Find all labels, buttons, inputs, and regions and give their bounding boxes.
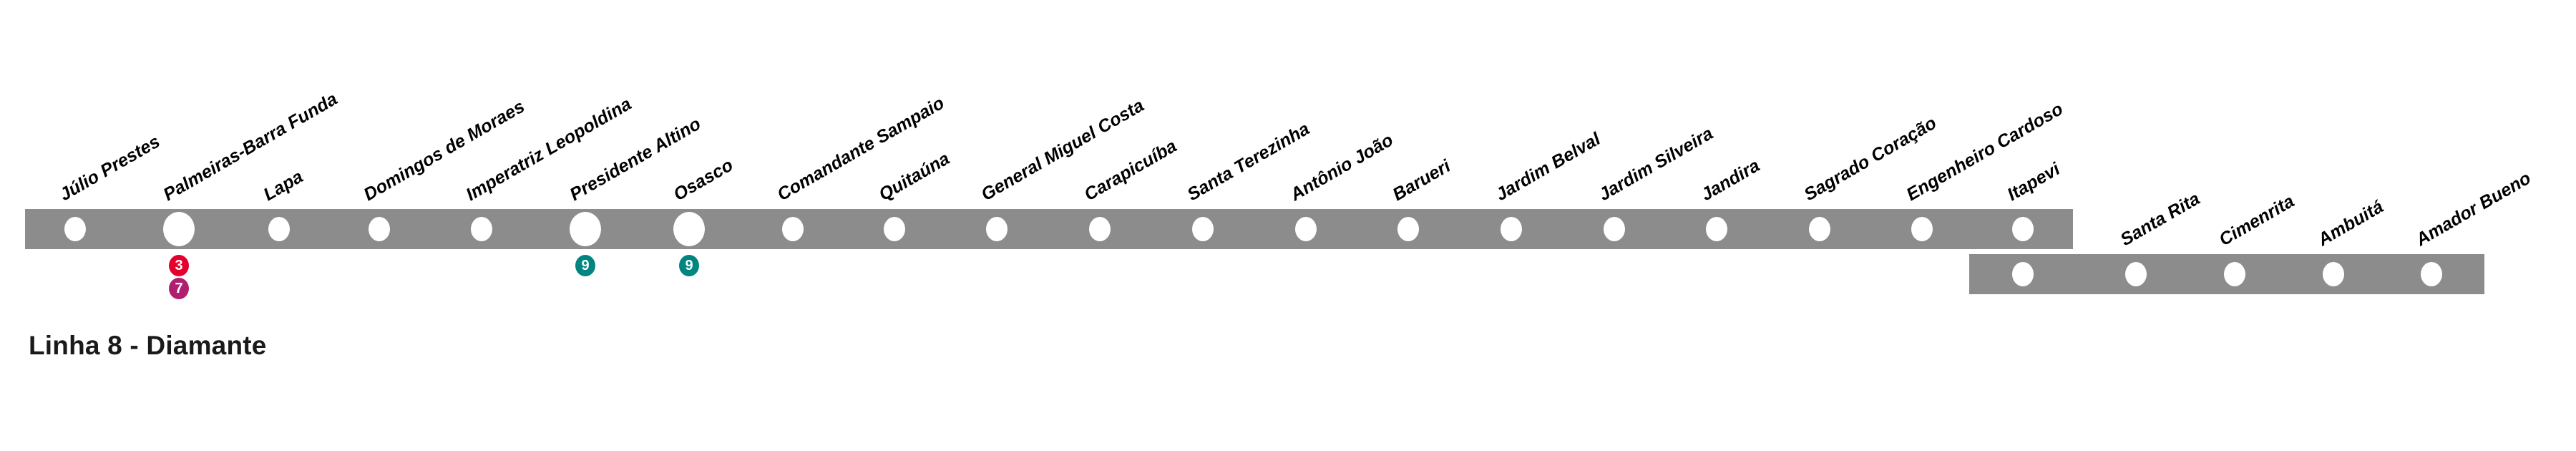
station-label-barueri: Barueri [1389,155,1454,205]
station-dot-antonio-joao[interactable] [1295,217,1317,241]
station-dot-palmeiras-barra-funda[interactable] [163,212,195,246]
station-label-ambuita: Ambuitá [2314,196,2387,251]
station-label-amador-bueno: Amador Bueno [2412,168,2534,251]
station-dot-imperatriz-leopoldina[interactable] [471,217,492,241]
page-title: Linha 8 - Diamante [29,331,267,360]
station-dot-amador-bueno[interactable] [2421,262,2442,286]
station-dot-lapa[interactable] [268,217,290,241]
station-label-imperatriz-leopoldina: Imperatriz Leopoldina [462,93,635,205]
station-label-domingos-de-moraes: Domingos de Moraes [360,96,529,205]
station-dot-julio-prestes[interactable] [64,217,86,241]
station-dot-general-miguel-costa[interactable] [986,217,1008,241]
station-label-itapevi: Itapevi [2004,158,2064,205]
station-dot-ambuita[interactable] [2323,262,2344,286]
station-dot-jardim-belval[interactable] [1501,217,1522,241]
station-label-jandira: Jandira [1697,155,1764,205]
station-dot-engenheiro-cardoso[interactable] [1911,217,1933,241]
station-label-comandante-sampaio: Comandante Sampaio [774,92,948,205]
station-label-jardim-belval: Jardim Belval [1492,128,1604,205]
station-dot-quitauna[interactable] [884,217,905,241]
interchange-badge-line-7-palmeiras-barra-funda[interactable]: 7 [169,278,189,299]
interchange-badge-line-9-osasco[interactable]: 9 [679,255,699,276]
station-dot-santa-terezinha[interactable] [1192,217,1214,241]
station-dot-comandante-sampaio[interactable] [782,217,804,241]
station-dot-osasco[interactable] [673,212,705,246]
station-label-osasco: Osasco [670,155,737,205]
main-line-track [25,209,2073,249]
station-label-palmeiras-barra-funda: Palmeiras-Barra Funda [160,88,341,205]
station-dot-carapicuiba[interactable] [1089,217,1111,241]
station-label-general-miguel-costa: General Miguel Costa [977,95,1148,205]
station-label-lapa: Lapa [260,166,307,205]
station-dot-jardim-silveira[interactable] [1604,217,1625,241]
interchange-badge-line-3-palmeiras-barra-funda[interactable]: 3 [169,255,189,276]
station-dot-presidente-altino[interactable] [570,212,601,246]
station-label-quitauna: Quitaúna [875,148,954,205]
station-label-julio-prestes: Júlio Prestes [56,131,164,205]
station-label-carapicuiba: Carapicuíba [1080,135,1181,205]
station-dot-santa-rita[interactable] [2125,262,2147,286]
station-dot-itapevi[interactable] [2012,262,2034,286]
station-dot-domingos-de-moraes[interactable] [369,217,390,241]
station-label-santa-rita: Santa Rita [2117,188,2204,251]
station-dot-sagrado-coracao[interactable] [1809,217,1830,241]
station-dot-itapevi[interactable] [2012,217,2034,241]
station-dot-jandira[interactable] [1706,217,1727,241]
interchange-badge-line-9-presidente-altino[interactable]: 9 [575,255,595,276]
station-label-cimenrita: Cimenrita [2215,190,2298,251]
station-label-jardim-silveira: Jardim Silveira [1595,123,1717,205]
station-dot-cimenrita[interactable] [2224,262,2245,286]
station-dot-barueri[interactable] [1397,217,1419,241]
